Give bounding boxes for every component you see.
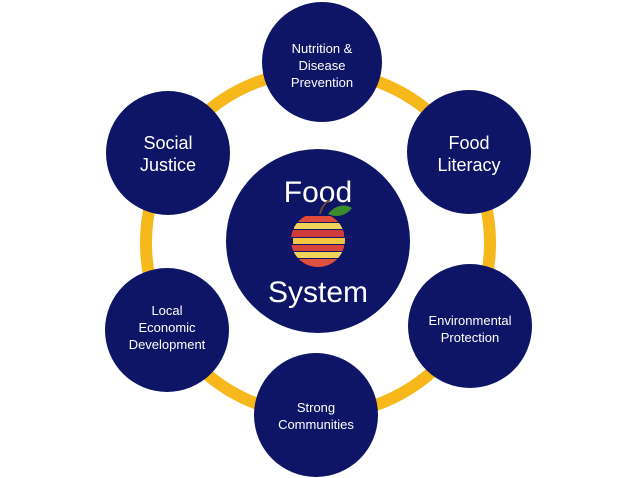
node-label-line: Justice — [140, 155, 196, 175]
node-label-line: Economic — [138, 320, 196, 335]
sliced-apple-icon — [291, 199, 352, 267]
node-label-line: Local — [151, 303, 182, 318]
node-circle — [106, 91, 230, 215]
node-circle — [262, 2, 382, 122]
node-label-line: Communities — [278, 417, 354, 432]
node-environmental-protection: Environmental Protection — [408, 264, 532, 388]
node-strong-communities: Strong Communities — [254, 353, 378, 477]
node-circle — [105, 268, 229, 392]
node-circle — [408, 264, 532, 388]
node-label-line: Disease — [299, 58, 346, 73]
node-label-line: Food — [448, 133, 489, 153]
node-social-justice: Social Justice — [106, 91, 230, 215]
node-local-economic-development: Local Economic Development — [105, 268, 229, 392]
node-food-literacy: Food Literacy — [407, 90, 531, 214]
node-circle — [407, 90, 531, 214]
node-label-line: Literacy — [437, 155, 500, 175]
node-label-line: Strong — [297, 400, 335, 415]
center-title-top: Food — [284, 176, 352, 209]
node-circle — [254, 353, 378, 477]
node-label-line: Protection — [441, 330, 500, 345]
node-label-line: Social — [143, 133, 192, 153]
node-label-line: Environmental — [428, 313, 511, 328]
node-label-line: Prevention — [291, 75, 353, 90]
node-nutrition-disease-prevention: Nutrition & Disease Prevention — [262, 2, 382, 122]
node-label-line: Nutrition & — [292, 41, 353, 56]
center-title-bottom: System — [268, 276, 368, 309]
node-label-line: Development — [129, 337, 206, 352]
